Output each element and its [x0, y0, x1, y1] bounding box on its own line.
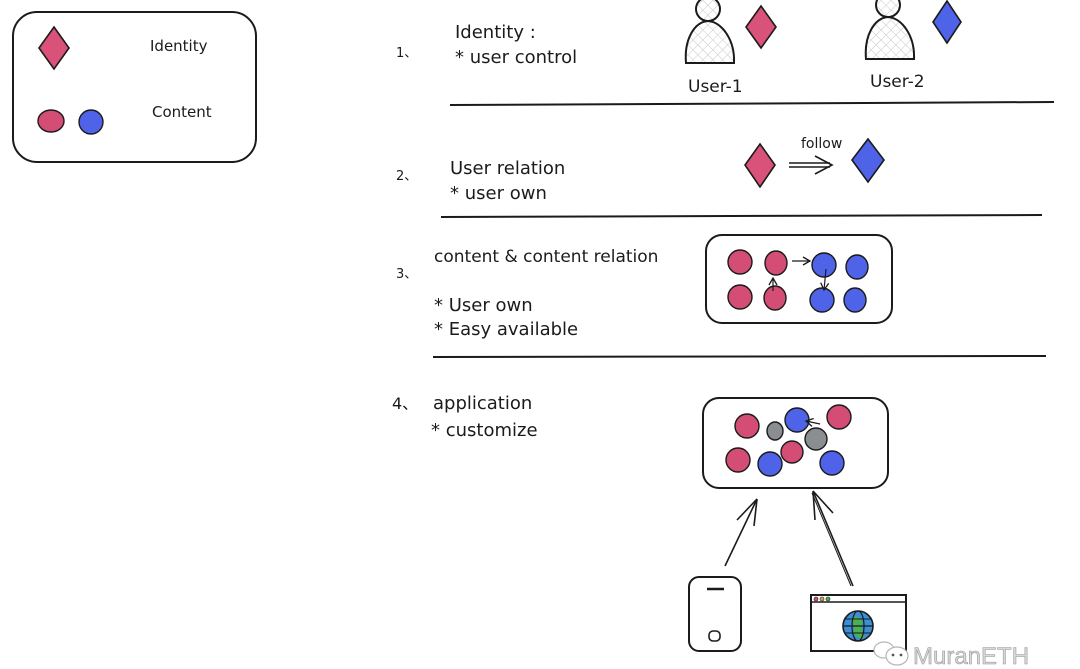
- app-gray-node-5: [804, 427, 828, 451]
- app-red-node-4: [826, 404, 852, 430]
- section-3-title: content & content relation: [434, 247, 658, 267]
- content-red-node-2: [764, 250, 788, 276]
- legend-content-label: Content: [152, 103, 212, 121]
- section-1-number: 1、: [396, 46, 417, 61]
- content-graph-box: [705, 234, 893, 324]
- section-2-divider: [440, 214, 1043, 218]
- watermark-text: MuranETH: [913, 643, 1029, 669]
- section-3-number: 3、: [396, 267, 417, 282]
- chat-bubbles-icon: [873, 641, 909, 666]
- legend-identity-diamond: [38, 25, 70, 71]
- section-3-divider: [432, 355, 1047, 358]
- content-blue-node-7: [809, 287, 835, 313]
- section-2-bullet-1: * user own: [450, 183, 547, 204]
- legend-content-blue-dot: [78, 109, 104, 135]
- section-user-relation: 2、 User relation * user own follow: [396, 136, 1043, 218]
- app-gray-node-2: [766, 421, 784, 441]
- section-3-bullet-1: * User own: [434, 295, 533, 316]
- legend-content-red-dot: [37, 109, 65, 133]
- section-4-bullet-1: * customize: [431, 420, 538, 441]
- user-1-label: User-1: [688, 77, 743, 97]
- user-1-head-icon: [695, 0, 721, 22]
- application-relation-arrow: [804, 417, 821, 427]
- content-blue-node-8: [843, 287, 867, 313]
- app-blue-node-9: [819, 450, 845, 476]
- section-identity: 1、 Identity : * user control User-1 User…: [396, 0, 1055, 106]
- section-4-number: 4、: [392, 394, 418, 413]
- section-2-number: 2、: [396, 169, 417, 184]
- content-nodes: [727, 249, 869, 313]
- user-2-label: User-2: [870, 72, 925, 92]
- section-4-title: application: [433, 393, 532, 414]
- user-2-body-icon: [864, 15, 916, 60]
- user-2-head-icon: [875, 0, 901, 18]
- section-application: 4、 application * customize: [392, 393, 907, 652]
- globe-icon: [842, 610, 874, 642]
- legend-identity-label: Identity: [150, 37, 208, 55]
- content-blue-node-6: [845, 254, 869, 280]
- content-blue-node-5: [811, 252, 837, 278]
- app-red-node-1: [734, 413, 760, 439]
- app-red-node-8: [780, 440, 804, 464]
- follower-identity-diamond: [744, 142, 776, 189]
- app-blue-node-7: [757, 451, 783, 477]
- section-3-bullet-2: * Easy available: [434, 319, 578, 340]
- follow-arrow-icon: [789, 155, 834, 175]
- application-content-box: [702, 397, 889, 489]
- mobile-to-app-arrow-icon: [724, 498, 758, 567]
- content-red-node-4: [763, 285, 787, 311]
- section-1-bullet-1: * user control: [455, 47, 577, 68]
- legend-box: Identity Content: [12, 11, 257, 163]
- followed-identity-diamond: [851, 137, 885, 184]
- user-2: User-2: [864, 0, 962, 92]
- browser-to-app-arrow-icon: [811, 490, 854, 587]
- section-1-title: Identity :: [455, 22, 536, 43]
- watermark: MuranETH: [873, 641, 1029, 669]
- content-relation-arrow-down: [820, 268, 830, 292]
- user-1-identity-diamond: [745, 4, 777, 50]
- follow-label: follow: [801, 136, 842, 152]
- section-1-divider: [449, 101, 1055, 106]
- section-content: 3、 content & content relation * User own…: [396, 234, 1047, 358]
- user-2-identity-diamond: [932, 0, 962, 45]
- section-2-title: User relation: [450, 158, 565, 179]
- mobile-phone-icon: [688, 576, 742, 652]
- content-red-node-3: [727, 284, 753, 310]
- app-blue-node-3: [784, 407, 810, 433]
- app-red-node-6: [725, 447, 751, 473]
- web-browser-icon: [810, 594, 907, 652]
- application-nodes: [725, 404, 852, 477]
- content-red-node-1: [727, 249, 753, 275]
- user-1: User-1: [684, 0, 777, 97]
- user-1-body-icon: [684, 19, 736, 64]
